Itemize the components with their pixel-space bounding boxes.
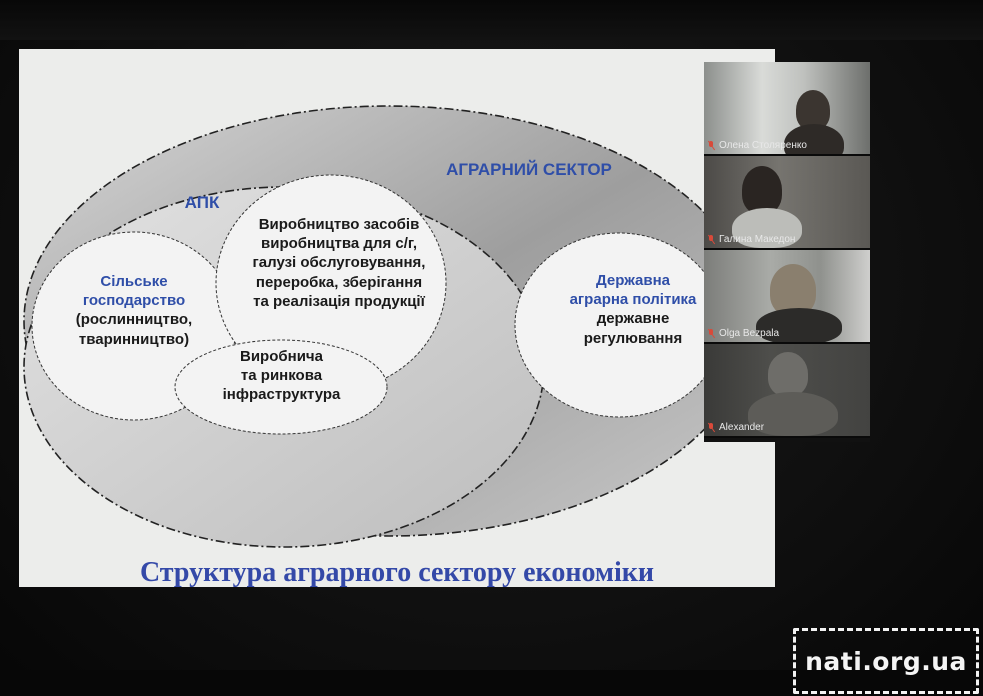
state-policy-line-3: державне xyxy=(596,310,670,328)
participant-name: Олена Столяренко xyxy=(719,140,807,151)
watermark-text: nati.org.ua xyxy=(805,646,967,676)
production-means-line-5: та реалізація продукції xyxy=(253,292,425,310)
participant-video xyxy=(796,90,830,130)
monitor-bezel xyxy=(0,0,983,40)
agriculture-line-1: Сільське xyxy=(100,273,168,290)
agriculture-line-4: тваринництво) xyxy=(78,330,190,348)
participant-video xyxy=(768,352,808,396)
participant-video-body xyxy=(748,392,838,436)
state-policy-line-4: регулювання xyxy=(583,329,683,347)
participant-video-body xyxy=(784,124,844,154)
state-policy-label: Державна аграрна політика державне регул… xyxy=(553,271,713,348)
participant-name: Olga Bezpala xyxy=(719,328,780,339)
participant-video xyxy=(770,264,816,316)
participant-video-body xyxy=(756,308,842,342)
participant-tile[interactable]: Olga Bezpala xyxy=(704,250,870,344)
participant-name: Галина Македон xyxy=(719,234,796,245)
apk-label: АПК xyxy=(184,193,220,212)
participant-name-row: Olga Bezpala xyxy=(708,328,779,339)
participant-name: Alexander xyxy=(719,422,765,433)
watermark: nati.org.ua xyxy=(793,628,979,694)
infrastructure-label: Виробнича та ринкова інфраструктура xyxy=(199,347,364,405)
participant-name-row: Олена Столяренко xyxy=(708,140,807,151)
infrastructure-line-1: Виробнича xyxy=(240,348,323,365)
production-means-line-4: переробка, зберігання xyxy=(255,273,423,291)
state-policy-line-1: Державна xyxy=(596,272,670,289)
production-means-line-2: виробництва для с/г, xyxy=(261,235,417,253)
mic-muted-icon xyxy=(708,423,714,432)
participant-tile[interactable]: Олена Столяренко xyxy=(704,62,870,156)
mic-muted-icon xyxy=(708,329,714,338)
participant-name-row: Alexander xyxy=(708,422,764,433)
participant-tile[interactable]: Галина Македон xyxy=(704,156,870,250)
production-means-line-3: галузі обслуговування, xyxy=(252,254,426,272)
infrastructure-line-2: та ринкова xyxy=(240,367,323,385)
mic-muted-icon xyxy=(708,141,714,150)
production-means-label: Виробництво засобів виробництва для с/г,… xyxy=(229,215,449,311)
mic-muted-icon xyxy=(708,235,714,244)
slide-title: Структура аграрного сектору економіки xyxy=(139,557,655,587)
infrastructure-line-3: інфраструктура xyxy=(222,386,341,404)
agriculture-line-2: господарство xyxy=(82,292,186,310)
agriculture-label: Сільське господарство (рослинництво, тва… xyxy=(49,272,219,349)
infrastructure-circle xyxy=(174,339,388,435)
agriculture-line-3: (рослинництво, xyxy=(75,311,193,329)
participant-video xyxy=(742,166,782,214)
participant-video-body xyxy=(732,208,802,248)
participant-name-row: Галина Македон xyxy=(708,234,795,245)
slide-diagram xyxy=(23,105,755,548)
participant-tile[interactable]: Alexander xyxy=(704,344,870,438)
state-policy-line-2: аграрна політика xyxy=(569,291,697,309)
participant-panel: Олена Столяренко Галина Македон Olga Bez… xyxy=(704,62,870,442)
agrarian-sector-label: АГРАРНИЙ СЕКТОР xyxy=(446,160,612,179)
production-means-line-1: Виробництво засобів xyxy=(258,216,420,233)
presentation-slide: АГРАРНИЙ СЕКТОР АПК Сільське господарств… xyxy=(19,49,775,587)
